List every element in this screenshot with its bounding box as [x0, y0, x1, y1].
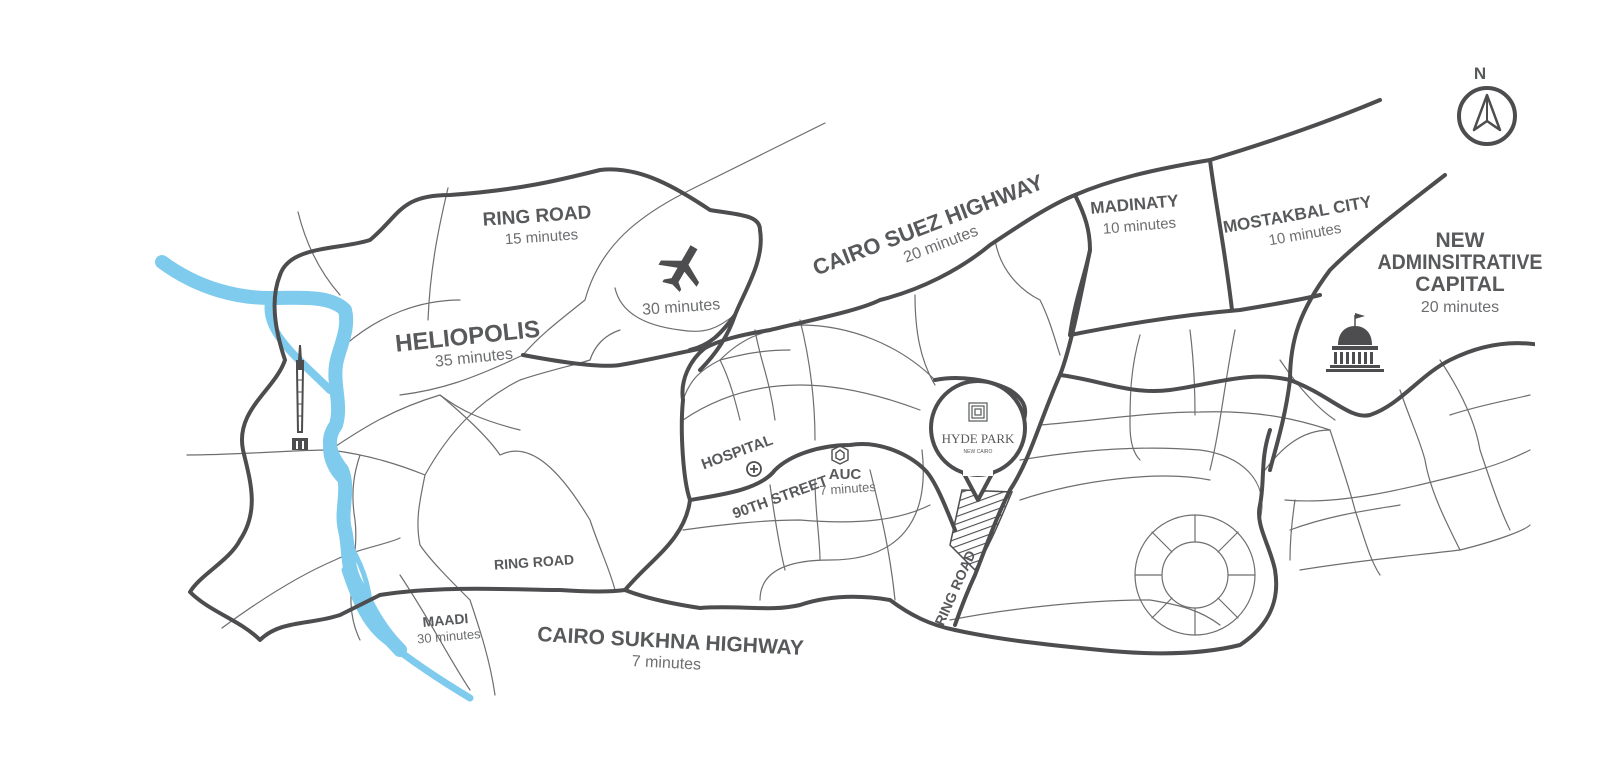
minor-roads: [186, 122, 1531, 696]
svg-text:10 minutes: 10 minutes: [1102, 215, 1177, 238]
svg-text:AUC: AUC: [829, 466, 862, 483]
hyde-park-logo-icon: [968, 402, 988, 422]
hyde-park-marker[interactable]: HYDE PARK NEW CAIRO: [929, 379, 1027, 502]
svg-text:ADMINSITRATIVE: ADMINSITRATIVE: [1378, 251, 1543, 274]
svg-text:7 minutes: 7 minutes: [819, 479, 877, 498]
label-airport: 30 minutes: [642, 296, 721, 318]
hyde-park-site: [949, 489, 1014, 572]
svg-text:CAPITAL: CAPITAL: [1415, 273, 1505, 296]
label-cairo-sukhna-highway: CAIRO SUKHNA HIGHWAY 7 minutes: [537, 623, 805, 674]
label-auc: AUC 7 minutes: [819, 466, 877, 498]
label-ring-road-north: RING ROAD 15 minutes: [482, 202, 592, 248]
compass-icon[interactable]: N: [1457, 64, 1517, 146]
major-roads: [188, 98, 1535, 656]
svg-text:30 minutes: 30 minutes: [416, 626, 481, 647]
svg-text:MAADI: MAADI: [422, 610, 469, 630]
label-heliopolis: HELIOPOLIS 35 minutes: [394, 316, 541, 371]
label-ring-road-south: RING ROAD: [493, 551, 574, 573]
label-hospital: HOSPITAL: [699, 432, 775, 474]
svg-text:7 minutes: 7 minutes: [631, 653, 701, 674]
svg-text:30 minutes: 30 minutes: [642, 296, 721, 318]
svg-text:CAIRO SUEZ HIGHWAY: CAIRO SUEZ HIGHWAY: [809, 169, 1047, 280]
svg-text:20 minutes: 20 minutes: [1421, 299, 1499, 316]
label-madinaty: MADINATY 10 minutes: [1090, 191, 1180, 238]
label-new-administrative-capital: NEW ADMINSITRATIVE CAPITAL 20 minutes: [1378, 229, 1543, 316]
hyde-park-name: HYDE PARK: [942, 431, 1015, 446]
svg-text:15 minutes: 15 minutes: [504, 226, 578, 248]
svg-text:RING ROAD: RING ROAD: [493, 551, 574, 573]
airplane-icon: [658, 245, 700, 293]
cairo-tower-icon: [292, 345, 308, 450]
label-maadi: MAADI 30 minutes: [416, 610, 481, 647]
hospital-icon: [746, 461, 762, 477]
hyde-park-sub: NEW CAIRO: [964, 449, 993, 455]
north-label: N: [1474, 64, 1486, 83]
auc-icon: [831, 445, 849, 465]
capitol-building-icon: [1326, 313, 1384, 372]
label-cairo-suez-highway: CAIRO SUEZ HIGHWAY 20 minutes: [809, 169, 1047, 280]
svg-text:HOSPITAL: HOSPITAL: [699, 432, 775, 474]
svg-text:MADINATY: MADINATY: [1090, 191, 1180, 218]
svg-text:NEW: NEW: [1436, 229, 1485, 252]
